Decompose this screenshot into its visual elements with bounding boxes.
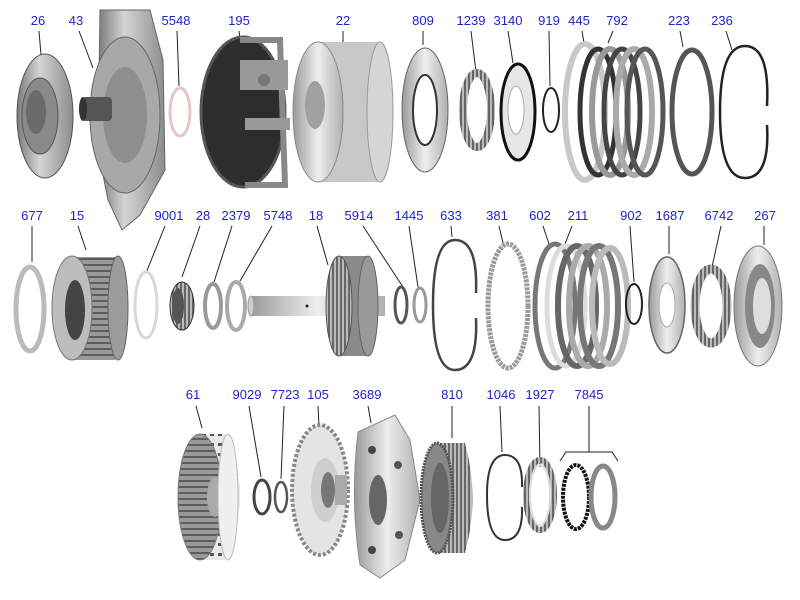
part-label-381: 381 — [486, 208, 508, 223]
part-label-28: 28 — [195, 208, 211, 223]
part-label-5914: 5914 — [344, 208, 374, 223]
part-9001-thrust-washer — [133, 270, 159, 340]
part-label-1046: 1046 — [486, 387, 516, 402]
part-902-snap-ring — [625, 283, 643, 325]
part-label-9029: 9029 — [232, 387, 262, 402]
part-105-sprocket — [290, 423, 350, 557]
part-label-9001: 9001 — [154, 208, 184, 223]
part-809-piston — [401, 47, 449, 173]
part-label-3689: 3689 — [352, 387, 382, 402]
part-5914-washer — [393, 285, 409, 325]
part-5748-washer — [225, 280, 247, 332]
part-3689-carrier — [353, 414, 421, 579]
part-22-drum — [292, 41, 394, 183]
part-223-ring — [669, 47, 715, 177]
part-label-211: 211 — [567, 208, 589, 223]
part-label-18: 18 — [308, 208, 324, 223]
part-label-602: 602 — [529, 208, 551, 223]
part-677-washer — [13, 264, 47, 354]
leader-lines — [31, 30, 765, 480]
part-label-1687: 1687 — [655, 208, 685, 223]
part-7845-ring-dark — [561, 463, 591, 531]
part-label-5548: 5548 — [161, 13, 191, 28]
part-3140-plate — [499, 62, 537, 162]
part-61-drum — [177, 433, 240, 561]
part-445-792-clutch-pack — [562, 41, 666, 183]
part-1445-washer — [412, 286, 428, 324]
part-label-236: 236 — [711, 13, 733, 28]
part-label-1239: 1239 — [456, 13, 486, 28]
part-9029-washer — [252, 478, 272, 516]
part-195-band — [199, 35, 290, 189]
part-label-5748: 5748 — [263, 208, 293, 223]
part-label-61: 61 — [185, 387, 201, 402]
part-1687-piston — [648, 256, 686, 354]
part-28-gear — [169, 281, 195, 331]
part-919-snap-ring — [542, 87, 560, 133]
part-267-hub — [733, 245, 783, 367]
part-label-43: 43 — [68, 13, 84, 28]
part-label-1927: 1927 — [525, 387, 555, 402]
part-5548-washer — [168, 86, 192, 138]
part-label-105: 105 — [307, 387, 329, 402]
part-label-677: 677 — [21, 208, 43, 223]
part-1239-spring — [459, 69, 495, 151]
part-label-15: 15 — [69, 208, 85, 223]
part-2379-washer — [203, 282, 223, 330]
part-7845-ring-light — [588, 463, 618, 531]
part-633-snap-ring — [431, 238, 478, 372]
part-label-1445: 1445 — [394, 208, 424, 223]
part-1046-snap-ring — [485, 453, 524, 542]
part-label-7723: 7723 — [270, 387, 300, 402]
part-label-195: 195 — [228, 13, 250, 28]
part-6742-spring — [690, 264, 732, 348]
part-15-drum — [51, 255, 129, 361]
part-810-gear — [419, 441, 473, 555]
part-label-223: 223 — [668, 13, 690, 28]
part-label-809: 809 — [412, 13, 434, 28]
part-381-ring — [485, 241, 531, 371]
part-236-snap-ring — [718, 44, 769, 180]
part-43-pump-body — [79, 9, 166, 231]
part-label-22: 22 — [335, 13, 351, 28]
part-label-792: 792 — [606, 13, 628, 28]
part-7723-washer — [273, 480, 289, 514]
part-label-7845: 7845 — [574, 387, 604, 402]
part-1927-bearing — [523, 457, 557, 533]
part-label-445: 445 — [568, 13, 590, 28]
part-label-902: 902 — [620, 208, 642, 223]
part-label-2379: 2379 — [221, 208, 251, 223]
part-18-output-shaft — [247, 255, 385, 357]
part-602-211-clutch-pack — [532, 241, 631, 371]
part-label-919: 919 — [538, 13, 560, 28]
part-label-633: 633 — [440, 208, 462, 223]
part-label-267: 267 — [754, 208, 776, 223]
part-26-pump-cover — [16, 53, 74, 179]
part-label-6742: 6742 — [704, 208, 734, 223]
part-label-810: 810 — [441, 387, 463, 402]
part-label-3140: 3140 — [493, 13, 523, 28]
part-label-26: 26 — [30, 13, 46, 28]
